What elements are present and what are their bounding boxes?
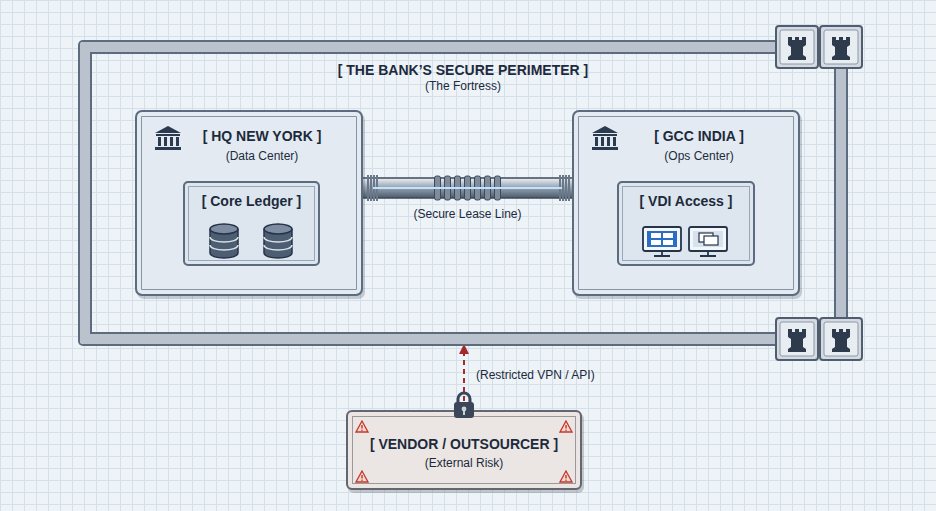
lease-line-cable xyxy=(361,175,574,201)
lock-icon xyxy=(451,390,477,424)
warn-icon xyxy=(355,419,369,437)
site-box: [ GCC INDIA ] (Ops Center) [ VDI Access ] xyxy=(572,110,800,296)
perimeter-subtitle: (The Fortress) xyxy=(90,80,836,94)
site-title: [ GCC INDIA ] xyxy=(574,128,798,144)
db-icon xyxy=(202,223,302,263)
bank-icon xyxy=(590,125,620,155)
bank-icon xyxy=(153,125,183,155)
tower-icon xyxy=(819,25,863,73)
site-subtitle: (Data Center) xyxy=(137,150,361,164)
warn-icon xyxy=(355,469,369,487)
system-box: [ Core Ledger ] xyxy=(183,181,320,266)
system-title: [ Core Ledger ] xyxy=(185,193,318,209)
tower-icon xyxy=(775,317,819,365)
site-title: [ HQ NEW YORK ] xyxy=(137,128,361,144)
site-box: [ HQ NEW YORK ] (Data Center) [ Core Ledge… xyxy=(135,110,363,296)
system-title: [ VDI Access ] xyxy=(619,193,753,209)
vendor-title: [ VENDOR / OUTSOURCER ] xyxy=(348,436,580,452)
vendor-subtitle: (External Risk) xyxy=(348,457,580,471)
site-subtitle: (Ops Center) xyxy=(574,150,798,164)
warn-icon xyxy=(559,469,573,487)
connector xyxy=(459,344,469,410)
perimeter-title: [ THE BANK’S SECURE PERIMETER ] xyxy=(90,62,836,78)
monitor-icon xyxy=(641,225,731,263)
system-box: [ VDI Access ] xyxy=(617,181,755,266)
edge-label: (Restricted VPN / API) xyxy=(476,369,595,383)
vendor-box: [ VENDOR / OUTSOURCER ] (External Risk) xyxy=(346,410,582,490)
warn-icon xyxy=(559,419,573,437)
secure-perimeter: [ THE BANK’S SECURE PERIMETER ] (The Fort… xyxy=(80,42,846,344)
tower-icon xyxy=(819,317,863,365)
edge-label: (Secure Lease Line) xyxy=(413,208,521,222)
tower-icon xyxy=(775,25,819,73)
